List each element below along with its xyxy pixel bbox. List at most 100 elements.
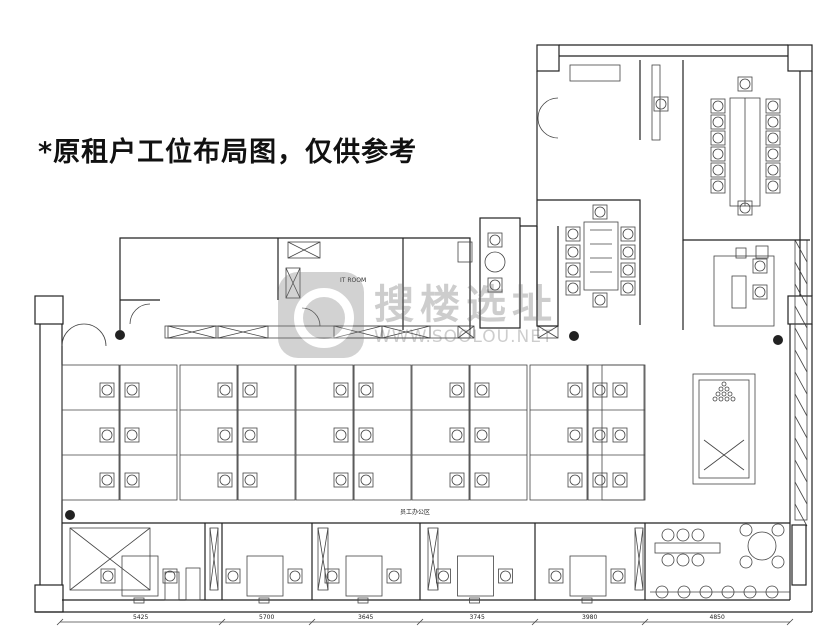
chair-seat bbox=[244, 429, 256, 441]
dimension-label: 5700 bbox=[259, 614, 274, 621]
cabinet bbox=[457, 241, 473, 263]
office-chair bbox=[333, 427, 349, 443]
cabinet-cross bbox=[457, 325, 475, 339]
chair-seat bbox=[712, 148, 724, 160]
office-chair bbox=[358, 472, 374, 488]
office-chair bbox=[333, 382, 349, 398]
office-desk bbox=[246, 555, 284, 597]
conference-chair bbox=[765, 98, 781, 114]
cabinet bbox=[185, 567, 201, 601]
chair-seat bbox=[289, 570, 301, 582]
chair bbox=[771, 523, 785, 537]
cabinet bbox=[381, 325, 431, 339]
chair-seat bbox=[567, 246, 579, 258]
chair-seat bbox=[767, 180, 779, 192]
chair-seat bbox=[335, 429, 347, 441]
chair-seat bbox=[567, 282, 579, 294]
conference-chair bbox=[710, 130, 726, 146]
reception-counter bbox=[731, 275, 747, 309]
chair bbox=[677, 585, 691, 599]
door-icon bbox=[537, 117, 559, 139]
billiard-ball bbox=[721, 381, 727, 387]
office-chair bbox=[99, 472, 115, 488]
office-chair bbox=[436, 568, 451, 584]
monitor bbox=[357, 597, 369, 604]
chair-seat bbox=[767, 116, 779, 128]
office-chair bbox=[217, 427, 233, 443]
door-icon bbox=[301, 307, 321, 327]
column bbox=[536, 44, 560, 72]
office-chair bbox=[386, 568, 402, 584]
chair-seat bbox=[569, 384, 581, 396]
chair-seat bbox=[101, 474, 113, 486]
chair-seat bbox=[567, 228, 579, 240]
window-glazing bbox=[794, 305, 808, 329]
dimension-tick bbox=[56, 618, 64, 626]
billiard-ball bbox=[724, 396, 730, 402]
round-table bbox=[484, 251, 506, 273]
office-chair bbox=[324, 568, 340, 584]
dimension-tick bbox=[308, 618, 316, 626]
monitor bbox=[258, 597, 270, 604]
office-chair bbox=[124, 472, 140, 488]
dimension-tick bbox=[218, 618, 226, 626]
glass-partition bbox=[164, 325, 471, 339]
chair-seat bbox=[622, 264, 634, 276]
chair bbox=[721, 585, 735, 599]
office-chair bbox=[242, 427, 258, 443]
office-chair bbox=[162, 568, 178, 584]
office-desk bbox=[569, 555, 607, 597]
cabinet-cross bbox=[287, 241, 321, 259]
chair-seat bbox=[569, 474, 581, 486]
workstation-desk bbox=[529, 364, 588, 501]
cabinet bbox=[634, 527, 644, 591]
chair bbox=[771, 555, 785, 569]
office-chair bbox=[358, 427, 374, 443]
cabinet-cross bbox=[209, 527, 219, 591]
office-chair bbox=[612, 427, 628, 443]
billiard-ball bbox=[721, 391, 727, 397]
column bbox=[787, 295, 813, 325]
window-glazing bbox=[794, 349, 808, 373]
chair-seat bbox=[438, 570, 449, 582]
cabinet bbox=[287, 241, 321, 259]
conference-chair bbox=[765, 178, 781, 194]
office-chair bbox=[449, 382, 465, 398]
window-glazing bbox=[794, 393, 808, 417]
chair-seat bbox=[451, 474, 463, 486]
cabinet bbox=[217, 325, 269, 339]
chair-seat bbox=[126, 429, 138, 441]
billiard-ball bbox=[718, 396, 724, 402]
chair-seat bbox=[614, 429, 626, 441]
cabinet-cross bbox=[381, 325, 431, 339]
chair-seat bbox=[622, 228, 634, 240]
chair-seat bbox=[754, 286, 766, 298]
office-chair bbox=[610, 568, 626, 584]
chair-seat bbox=[594, 384, 606, 396]
cabinet-cross bbox=[537, 325, 559, 339]
lounge-chair bbox=[565, 262, 581, 278]
chair-seat bbox=[476, 429, 488, 441]
chair-seat bbox=[567, 264, 579, 276]
conference-chair bbox=[765, 114, 781, 130]
lounge-chair bbox=[620, 244, 636, 260]
chair bbox=[691, 528, 705, 542]
office-chair bbox=[449, 427, 465, 443]
office-chair bbox=[242, 382, 258, 398]
window-glazing bbox=[794, 371, 808, 395]
plant-icon bbox=[115, 330, 125, 340]
chair-seat bbox=[101, 429, 113, 441]
conference-chair bbox=[710, 146, 726, 162]
cabinet bbox=[457, 325, 475, 339]
lounge-chair bbox=[565, 280, 581, 296]
it-room-label: IT ROOM bbox=[340, 277, 366, 284]
office-chair bbox=[333, 472, 349, 488]
reception-item bbox=[735, 247, 747, 259]
chair-seat bbox=[614, 474, 626, 486]
reception-desk bbox=[713, 255, 775, 327]
chair-seat bbox=[612, 570, 624, 582]
office-chair bbox=[612, 382, 628, 398]
cabinet bbox=[209, 527, 219, 591]
cabinet-cross bbox=[167, 325, 217, 339]
